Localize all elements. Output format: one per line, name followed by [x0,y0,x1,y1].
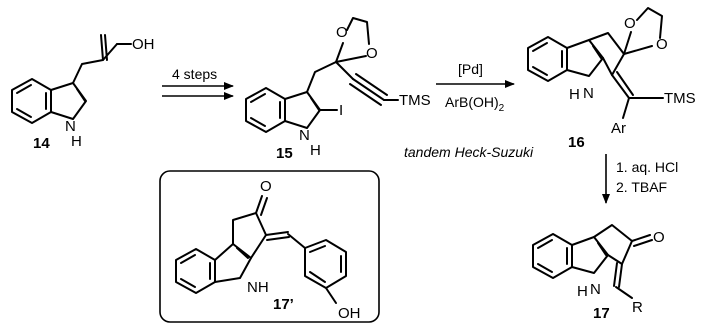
c16-aryl-label: Ar [611,120,626,137]
compound-17-number: 17 [593,305,610,322]
c14-hydroxyl-label: OH [132,36,155,53]
step2-catalyst: [Pd] [458,61,483,77]
compound-16-structure [527,7,664,119]
c15-hydrogen-label: H [310,142,321,159]
c16-tms-label: TMS [664,90,696,107]
compound-17-prime-number: 17’ [273,296,294,313]
c17p-nh-label: NH [247,279,269,296]
compound-17-structure [532,224,653,299]
c17p-hydroxyl-label: OH [338,305,361,322]
c17-r-group-label: R [632,299,643,316]
compound-15-number: 15 [276,145,293,162]
compound-14-number: 14 [33,135,50,152]
c15-tms-label: TMS [399,92,431,109]
c16-dioxolane-oxygen-2: O [656,36,668,53]
c15-nitrogen-label: N [299,127,310,144]
step2-reagent-main: ArB(OH) [445,94,499,110]
c14-hydrogen-label: H [71,133,82,150]
c17p-oxygen-label: O [260,178,272,195]
step3-condition-1: 1. aq. HCl [616,159,678,175]
c15-dioxolane-oxygen-2: O [366,45,378,62]
c14-nitrogen-label: N [65,118,76,135]
step2-reagent-subscript: 2 [499,103,505,114]
c16-nitrogen-label: N [583,85,594,102]
step1-conditions: 4 steps [172,66,217,82]
step2-reagent: ArB(OH)2 [445,94,505,114]
compound-16-number: 16 [568,134,585,151]
inset-box [159,170,380,323]
c17-nitrogen-label: N [590,281,601,298]
c17-hydrogen-label: H [577,283,588,300]
c17-oxygen-label: O [653,229,665,246]
c15-iodine-label: I [339,102,343,119]
compound-15-structure [245,17,399,133]
step3-condition-2: 2. TBAF [616,179,667,195]
compound-14-structure [11,34,132,124]
step2-reaction-name: tandem Heck-Suzuki [404,144,534,160]
c16-dioxolane-oxygen-1: O [624,15,636,32]
c15-dioxolane-oxygen-1: O [336,24,348,41]
compound-17-prime-structure [175,195,347,304]
reaction-arrow-1 [162,82,234,100]
c16-hydrogen-label: H [569,86,580,103]
